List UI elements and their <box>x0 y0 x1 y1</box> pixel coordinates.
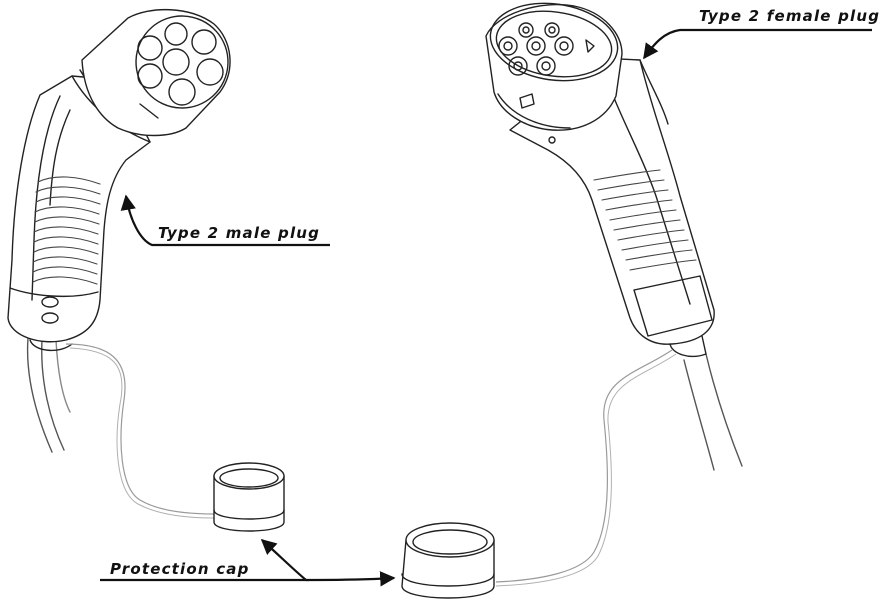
female-plug-illustration <box>485 0 742 470</box>
protection-cap-label: Protection cap <box>110 560 250 578</box>
male-plug-cable <box>28 338 52 452</box>
female-plug-cable <box>684 360 714 470</box>
male-plug-label: Type 2 male plug <box>158 224 320 242</box>
female-plug-leader <box>644 30 872 58</box>
female-cap-lanyard <box>496 350 672 582</box>
male-cap-lanyard <box>66 344 214 514</box>
protection-cap-large <box>402 523 494 598</box>
female-plug-label: Type 2 female plug <box>699 7 880 25</box>
protection-cap-small <box>214 463 284 531</box>
male-plug-face <box>82 3 241 135</box>
